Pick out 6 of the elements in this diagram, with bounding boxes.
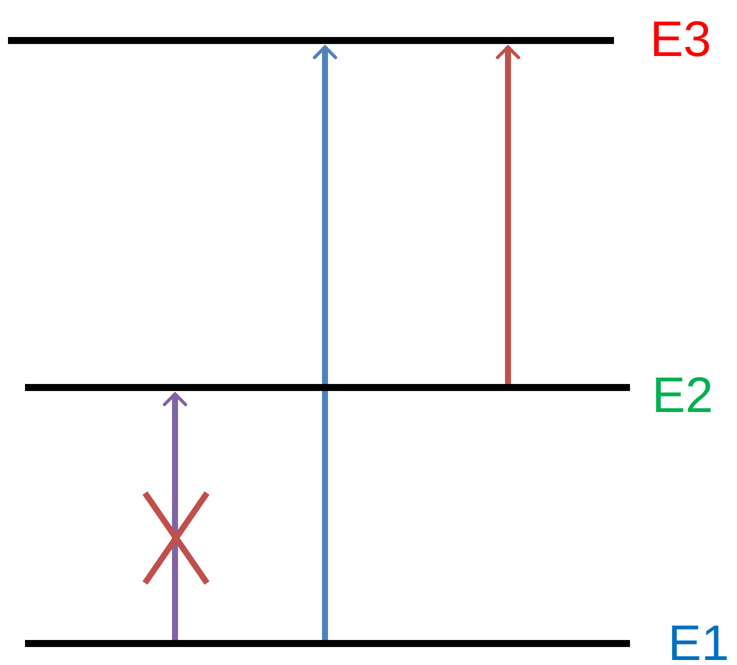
arrow (496, 45, 520, 384)
energy-level-label: E1 (668, 618, 730, 665)
arrow (312, 45, 338, 640)
energy-level-label: E2 (652, 370, 714, 420)
energy-level-label: E3 (650, 14, 712, 64)
arrow (162, 392, 188, 640)
